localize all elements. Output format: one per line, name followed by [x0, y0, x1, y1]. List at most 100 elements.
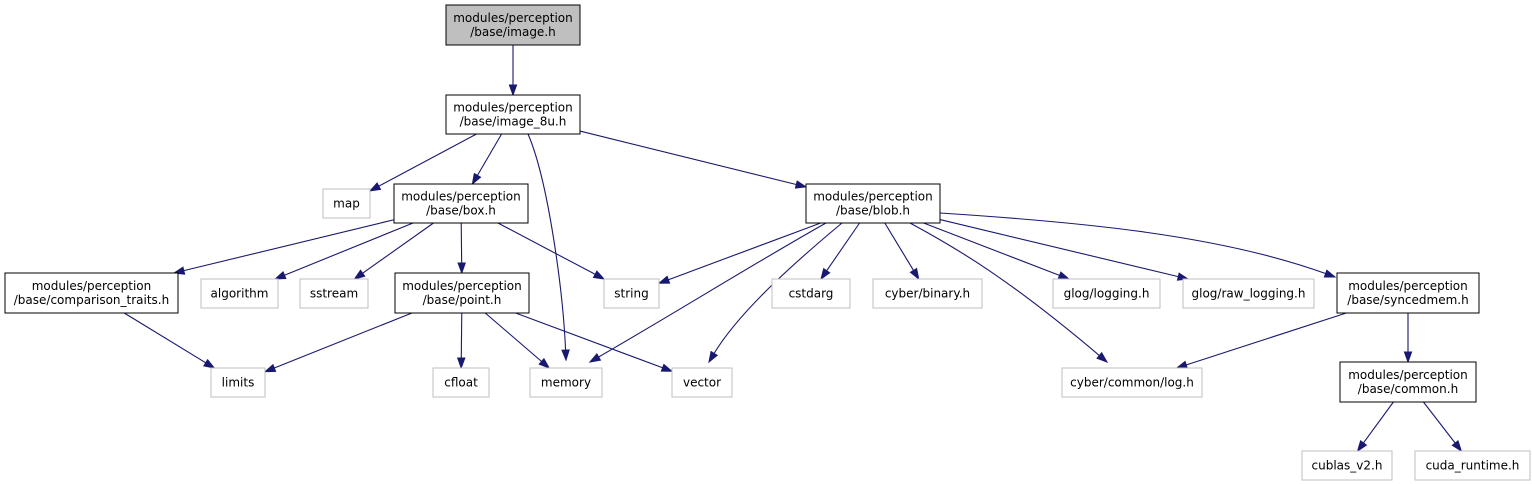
node-comparison-traits-h[interactable]: modules/perception/base/comparison_trait…	[4, 272, 179, 314]
edge-syncedmem_h-to-common_h	[1403, 313, 1413, 364]
node-blob-h[interactable]: modules/perception/base/blob.h	[805, 183, 941, 224]
node-map: map	[322, 188, 371, 219]
edge-line	[123, 312, 207, 364]
node-label: cublas_v2.h	[1312, 459, 1383, 473]
node-image-8u-h[interactable]: modules/perception/base/image_8u.h	[445, 94, 581, 135]
nodes-layer: modules/perception/base/image.hmodules/p…	[4, 4, 1531, 481]
node-box	[671, 367, 733, 398]
node-box	[1052, 278, 1161, 309]
node-label: glog/raw_logging.h	[1192, 287, 1306, 301]
node-label: modules/perception	[1348, 279, 1468, 293]
arrowhead-icon	[538, 357, 551, 369]
edge-image_8u_h-to-map	[368, 133, 477, 192]
node-box	[771, 278, 851, 309]
edge-line	[515, 312, 664, 369]
node-syncedmem-h[interactable]: modules/perception/base/syncedmem.h	[1336, 272, 1480, 314]
edge-line	[667, 222, 821, 281]
edge-syncedmem_h-to-cyber_common_log_h	[1175, 312, 1347, 369]
node-label: /base/comparison_traits.h	[14, 293, 169, 307]
arrowhead-icon	[263, 363, 277, 373]
node-label: cuda_runtime.h	[1426, 459, 1520, 473]
node-box	[529, 367, 603, 398]
node-label: limits	[222, 376, 255, 390]
node-label: algorithm	[211, 287, 269, 301]
node-label: memory	[541, 376, 591, 390]
node-label: /base/image_8u.h	[460, 115, 567, 129]
edge-line	[273, 312, 413, 369]
edge-line	[484, 312, 543, 363]
edge-box_h-to-point_h	[457, 222, 466, 275]
arrowhead-icon	[660, 363, 674, 372]
node-label: cyber/common/log.h	[1070, 376, 1194, 390]
edge-line	[923, 222, 1061, 277]
edge-blob_h-to-syncedmem_h	[939, 212, 1337, 278]
edge-line	[361, 222, 434, 275]
node-point-h[interactable]: modules/perception/base/point.h	[394, 272, 530, 314]
arrowhead-icon	[657, 275, 671, 284]
edge-line	[497, 222, 597, 276]
edge-image_h-to-image_8u_h	[508, 45, 518, 97]
edge-blob_h-to-cyber_binary_h	[884, 222, 920, 281]
node-label: modules/perception	[1348, 368, 1468, 382]
node-common-h[interactable]: modules/perception/base/common.h	[1339, 361, 1477, 403]
node-box	[805, 183, 941, 224]
arrowhead-icon	[1323, 269, 1337, 278]
edge-line	[579, 130, 798, 186]
node-box	[1336, 272, 1480, 314]
edge-box_h-to-sstream	[353, 222, 434, 280]
node-label: sstream	[310, 287, 358, 301]
node-box	[1414, 450, 1531, 481]
node-label: modules/perception	[813, 190, 933, 204]
node-box	[1339, 361, 1477, 403]
edge-image_8u_h-to-box_h	[471, 133, 503, 186]
edge-line	[597, 222, 827, 358]
node-box	[445, 94, 581, 135]
edge-line	[1362, 401, 1394, 445]
node-algorithm: algorithm	[200, 278, 279, 309]
edges-layer	[123, 45, 1463, 453]
edge-common_h-to-cuda_runtime_h	[1423, 401, 1463, 453]
arrowhead-icon	[353, 269, 366, 280]
edge-line	[527, 133, 567, 352]
node-label: /base/image.h	[470, 25, 556, 39]
node-limits: limits	[210, 367, 266, 398]
node-label: cyber/binary.h	[885, 287, 970, 301]
edge-line	[283, 222, 414, 277]
node-label: cstdarg	[789, 287, 834, 301]
edge-point_h-to-vector	[515, 312, 674, 372]
arrowhead-icon	[471, 172, 482, 186]
node-box	[322, 188, 371, 219]
node-memory: memory	[529, 367, 603, 398]
edge-image_8u_h-to-memory	[527, 133, 570, 362]
edge-blob_h-to-cstdarg	[820, 222, 861, 281]
node-box	[445, 4, 581, 46]
arrowhead-icon	[909, 267, 920, 281]
edge-line	[1185, 312, 1347, 366]
edge-blob_h-to-string	[657, 222, 821, 284]
edge-point_h-to-memory	[484, 312, 551, 369]
node-image-h[interactable]: modules/perception/base/image.h	[445, 4, 581, 46]
edge-blob_h-to-memory	[588, 222, 827, 363]
node-label: modules/perception	[401, 190, 521, 204]
arrowhead-icon	[273, 271, 287, 280]
edge-line	[909, 222, 1101, 357]
node-string: string	[603, 278, 660, 309]
arrowhead-icon	[508, 84, 518, 97]
node-box	[394, 272, 530, 314]
arrowhead-icon	[1175, 360, 1189, 369]
node-box-h[interactable]: modules/perception/base/box.h	[393, 183, 529, 224]
node-box	[872, 278, 983, 309]
edge-point_h-to-limits	[263, 312, 413, 373]
arrowhead-icon	[203, 358, 216, 369]
arrowhead-icon	[457, 262, 466, 275]
edge-line	[939, 212, 1327, 275]
node-cuda-runtime-h: cuda_runtime.h	[1414, 450, 1531, 481]
edge-image_8u_h-to-blob_h	[579, 130, 808, 189]
node-vector: vector	[671, 367, 733, 398]
arrowhead-icon	[592, 270, 606, 280]
edge-line	[1423, 401, 1457, 445]
node-label: vector	[683, 376, 721, 390]
node-label: /base/box.h	[426, 204, 496, 218]
node-cstdarg: cstdarg	[771, 278, 851, 309]
